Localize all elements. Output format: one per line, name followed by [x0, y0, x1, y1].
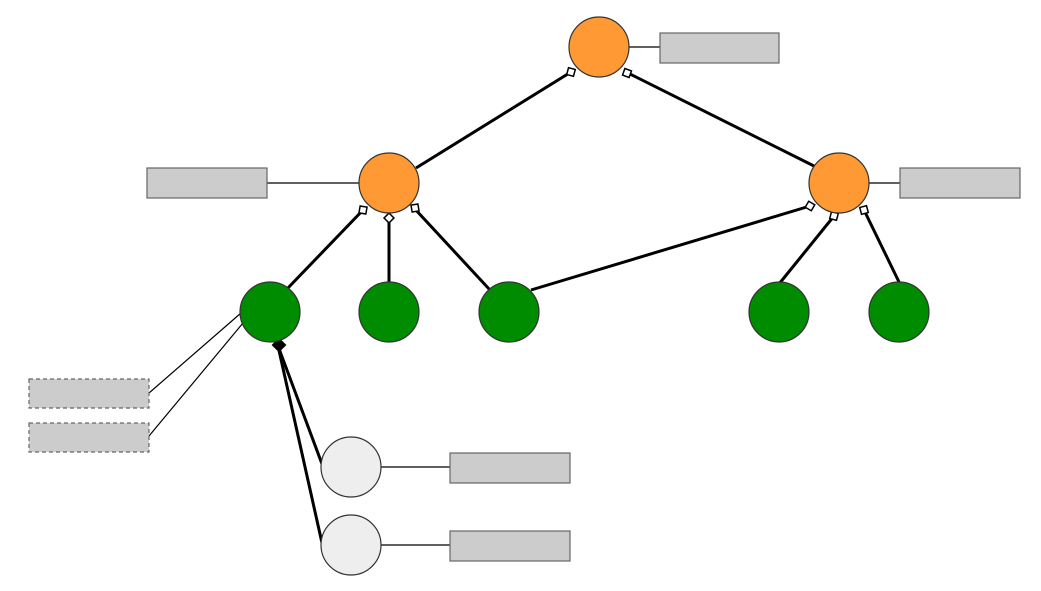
mid-right-label-box [899, 167, 1021, 199]
root-node [568, 16, 630, 78]
edge-root-to-mid-left [415, 70, 572, 170]
marker-mid-left-2 [382, 211, 396, 225]
marker-root-right [621, 67, 633, 79]
edge-leaf-1-to-light-1 [276, 345, 324, 465]
mid-left-node [358, 152, 420, 214]
marker-root-left [565, 66, 577, 78]
dashed-label-box-1 [28, 378, 150, 409]
marker-mid-right-3 [858, 204, 870, 216]
light-2-label-box [449, 530, 571, 562]
edge-mid-left-to-leaf-3 [412, 206, 492, 292]
marker-mid-left-3 [410, 203, 420, 213]
edge-mid-left-to-leaf-1 [284, 207, 366, 292]
dashed-2-connector [148, 322, 244, 437]
dashed-1-connector [148, 312, 242, 394]
edge-root-to-mid-right [625, 70, 815, 168]
light-node-1 [320, 436, 382, 498]
mid-left-label-box [146, 167, 268, 199]
root-label-box [659, 32, 780, 64]
leaf-node-5 [868, 281, 930, 343]
edge-mid-right-to-leaf-3 [530, 204, 811, 292]
leaf-node-1 [239, 281, 301, 343]
marker-mid-right-1 [804, 200, 816, 212]
mid-right-node [808, 152, 870, 214]
leaf-node-3 [478, 281, 540, 343]
edge-mid-right-to-leaf-5 [862, 209, 902, 285]
leaf-node-2 [358, 281, 420, 343]
light-1-label-box [449, 452, 571, 484]
leaf-node-4 [748, 281, 810, 343]
light-node-2 [320, 514, 382, 576]
dashed-label-box-2 [28, 422, 150, 453]
edge-leaf-1-to-light-2 [276, 345, 324, 544]
edge-mid-right-to-leaf-4 [777, 215, 836, 285]
marker-mid-left-1 [358, 205, 368, 215]
